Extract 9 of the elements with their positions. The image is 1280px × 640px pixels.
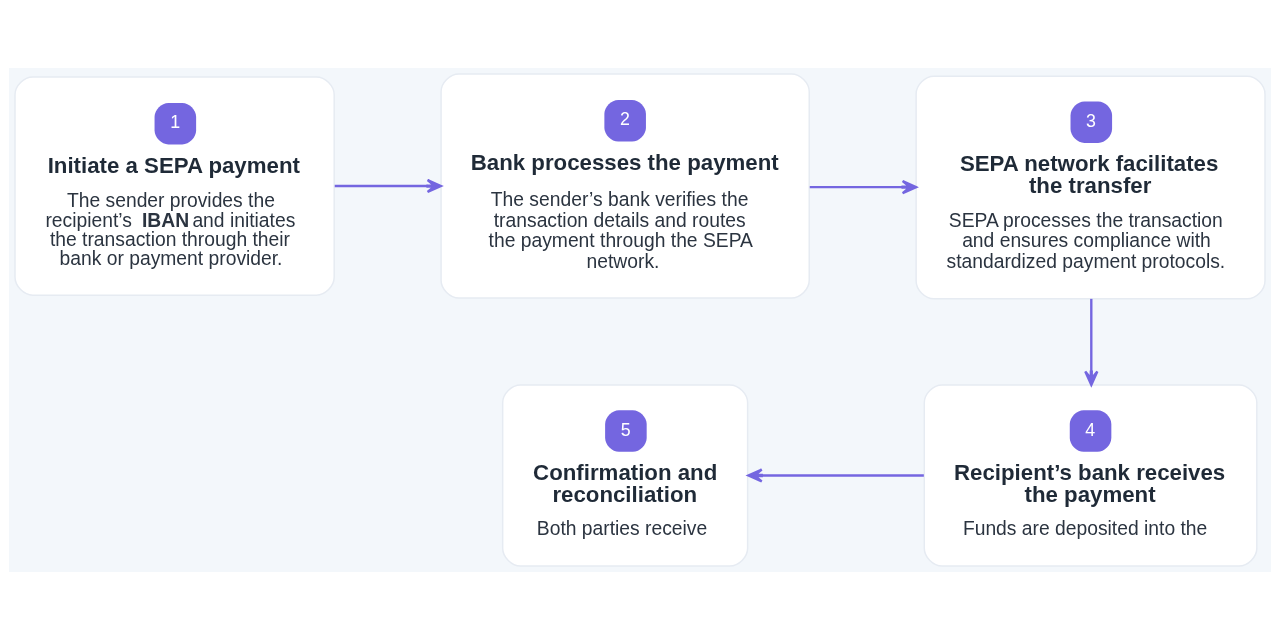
node-box: 2 Bank processes the payment The sender’s bank verifies the transaction details and routes the payment through the SEPA network.: [440, 73, 810, 299]
arrow: [747, 468, 924, 483]
node-box: 3 SEPA network facilitates the transfer SEPA processes the transaction and ensures compliance with standardized payment protocols.: [915, 75, 1266, 300]
node-box: 1 Initiate a SEPA payment The sender provides the recipient’s IBAN and initiates the transaction through their bank or payment provider.: [14, 76, 335, 296]
node-box: 4 Recipient’s bank receives the payment Funds are deposited into the: [923, 384, 1258, 567]
arrow: [809, 179, 918, 195]
node-box: 5 Confirmation and reconciliation Both parties receive: [501, 384, 749, 567]
arrow: [1084, 298, 1099, 387]
arrow: [334, 178, 443, 194]
